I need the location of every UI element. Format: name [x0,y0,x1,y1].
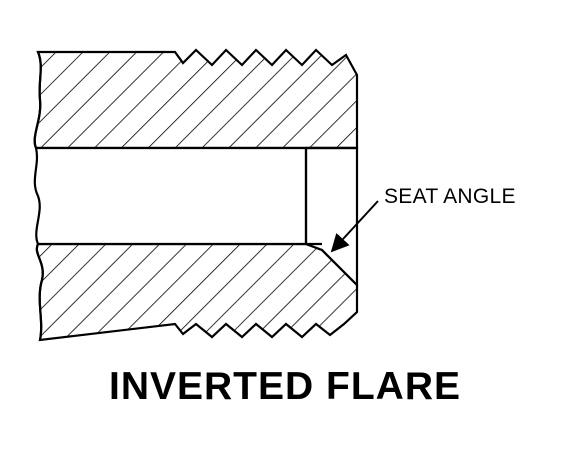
leader-line [330,200,379,253]
bore [37,148,306,244]
break-line [33,51,44,341]
diagram-title: INVERTED FLARE [108,365,461,408]
seat-angle-label: SEAT ANGLE [384,185,516,208]
upper-wall-section [33,48,359,150]
lower-wall-section [35,242,359,342]
